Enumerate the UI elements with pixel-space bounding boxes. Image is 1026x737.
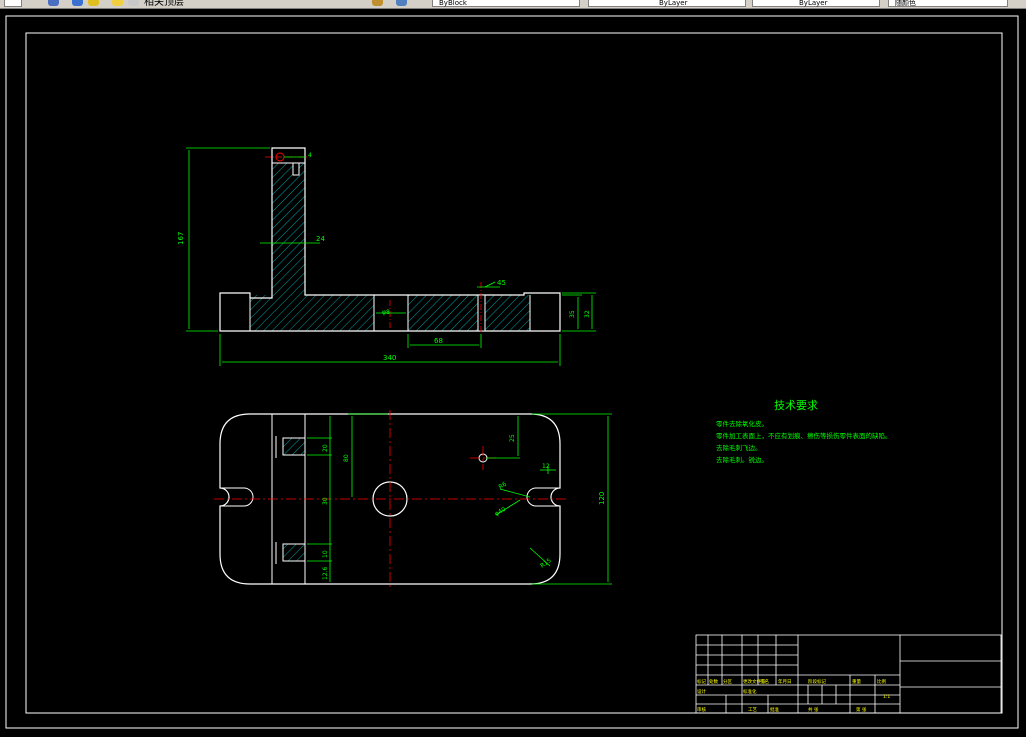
toolbar: 相关顶层 ByBlock ByLayer ByLayer 随颜色: [0, 0, 1026, 9]
color-dropdown[interactable]: ByBlock: [432, 0, 580, 7]
dim-pocket-bottom: 10: [322, 550, 329, 558]
tb-label-date: 年月日: [778, 678, 792, 685]
lock-icon[interactable]: [128, 0, 139, 6]
dim-pocket-gap: 30: [322, 497, 329, 505]
drawing-frame: [25, 32, 1003, 714]
dim-slot-radius: R6: [498, 481, 509, 491]
tb-review: 审核: [697, 706, 706, 713]
toolbar-button[interactable]: [4, 0, 22, 7]
layer-manager-icon[interactable]: [72, 0, 83, 6]
dim-slot-width: 45: [497, 279, 506, 287]
layer-dropdown[interactable]: 相关顶层: [144, 0, 184, 8]
tech-line-1: 零件去除氧化皮。: [716, 419, 768, 428]
dim-hole-distance: 80: [343, 454, 350, 462]
tb-process: 工艺: [748, 707, 757, 713]
tech-line-4: 去除毛刺。锐边。: [716, 455, 768, 464]
dim-slot-distance: 68: [434, 337, 443, 345]
layer-previous-icon[interactable]: [396, 0, 407, 6]
layer-states-icon[interactable]: [48, 0, 59, 6]
tb-sheets: 共 张: [808, 706, 819, 713]
tb-label-change: 更改文件号: [743, 678, 766, 685]
tb-approve: 批准: [770, 706, 779, 713]
plotstyle-dropdown[interactable]: 随颜色: [888, 0, 1008, 7]
dim-height: 167: [177, 232, 185, 245]
tech-line-2: 零件加工表面上，不应有划痕、擦伤等损伤零件表面的缺陷。: [716, 431, 892, 440]
dim-hole-phi: φ40: [494, 506, 508, 518]
dim-corner-radius: R15: [539, 557, 553, 570]
base-hatch-right: [408, 295, 530, 331]
dim-width: 340: [383, 354, 396, 362]
drawing-canvas[interactable]: 167 340 68 24 45 4 φ8 35 32: [0, 8, 1026, 737]
tech-title: 技术要求: [774, 399, 818, 412]
color-value: ByBlock: [439, 0, 467, 7]
lineweight-value: ByLayer: [799, 0, 828, 7]
dim-hole-dia: φ8: [382, 309, 390, 316]
tb-stage: 阶段标记: [808, 678, 826, 685]
tb-scale: 比例: [877, 678, 886, 685]
plotstyle-value: 随颜色: [895, 0, 916, 7]
top-view[interactable]: 120 80 25 20 30 10 12.6 12 R6 φ40 R15: [214, 410, 612, 590]
lineweight-dropdown[interactable]: ByLayer: [752, 0, 880, 7]
make-current-icon[interactable]: [372, 0, 383, 6]
tb-sheet-of: 第 张: [856, 706, 867, 713]
dim-base-height: 35: [569, 310, 576, 318]
dim-edge-offset: 12.6: [322, 566, 329, 580]
dim-pocket-top: 20: [322, 444, 329, 452]
lightbulb-icon[interactable]: [88, 0, 99, 6]
paper-border: [5, 15, 1019, 729]
tb-standard: 标准化: [743, 688, 757, 695]
dim-base-thickness: 32: [584, 310, 591, 318]
dim-pin-hole: 4: [308, 152, 312, 159]
linetype-dropdown[interactable]: ByLayer: [588, 0, 746, 7]
dim-overall-height: 120: [598, 492, 606, 505]
dim-slot-r: 12: [542, 463, 550, 470]
tb-label-sign: 签名: [760, 678, 769, 685]
linetype-value: ByLayer: [659, 0, 688, 7]
tb-label-count: 处数: [709, 678, 718, 685]
tb-scale-value: 1:1: [883, 694, 890, 700]
tech-requirements: 技术要求 零件去除氧化皮。 零件加工表面上，不应有划痕、擦伤等损伤零件表面的缺陷…: [716, 399, 892, 464]
sun-icon[interactable]: [112, 0, 123, 6]
vertical-arm-hatch: [272, 163, 305, 295]
tech-line-3: 去除毛刺飞边。: [716, 443, 762, 452]
tb-weight: 重量: [852, 678, 861, 685]
title-block[interactable]: 标记 处数 分区 更改文件号 签名 年月日 设计 标准化 阶段标记 重量 比例 …: [695, 634, 1002, 714]
dim-small-hole-y: 25: [509, 434, 516, 442]
tb-label-zone: 分区: [723, 678, 732, 685]
tb-design: 设计: [697, 688, 706, 695]
dim-arm-width: 24: [316, 235, 325, 243]
base-hatch-left: [250, 295, 374, 331]
front-view[interactable]: 167 340 68 24 45 4 φ8 35 32: [177, 147, 596, 366]
tb-label-mark: 标记: [697, 678, 706, 685]
